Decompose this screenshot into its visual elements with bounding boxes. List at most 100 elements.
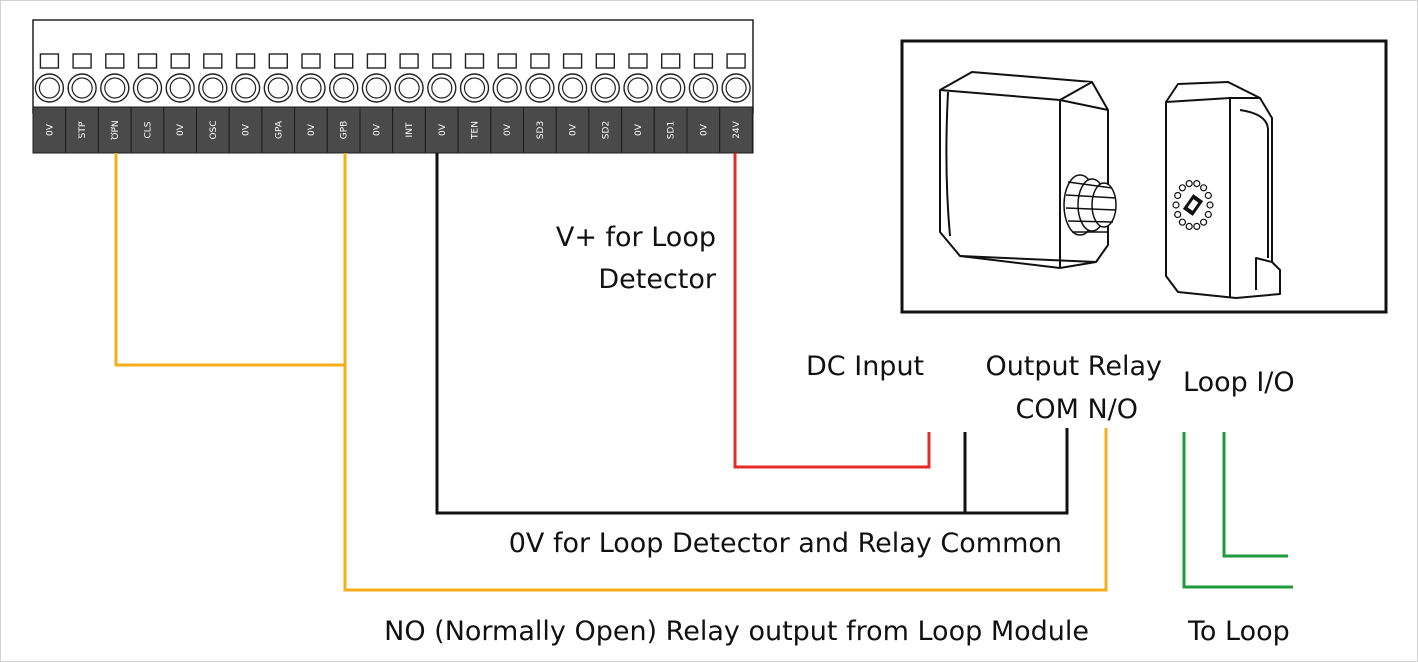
dc-input-label: DC Input	[806, 351, 924, 382]
terminal-cell	[32, 106, 67, 154]
terminal-cell	[392, 106, 426, 154]
terminal-screw-inner	[300, 77, 322, 99]
wire-gpb-to-relay-no	[343, 153, 1108, 592]
terminal-screw-inner	[38, 77, 61, 99]
terminal-cell	[621, 106, 655, 154]
terminal-ten: TEN	[457, 53, 492, 154]
loop-detector-illustration	[900, 39, 1388, 314]
terminal-label: OPN	[111, 120, 121, 139]
terminal-tab	[203, 53, 223, 69]
terminal-tab	[137, 53, 158, 69]
terminal-tab	[301, 53, 321, 69]
terminal-stp: STP	[65, 53, 99, 154]
terminal-label: GPB	[340, 121, 350, 140]
terminal-0v: 0V	[490, 53, 524, 154]
terminal-0v: 0V	[294, 53, 328, 154]
terminal-screw-inner	[333, 77, 355, 99]
dial-dot	[1193, 222, 1201, 230]
terminal-int: INT	[392, 53, 426, 154]
wire-24v	[733, 153, 931, 469]
terminal-tab	[105, 53, 125, 69]
terminal-cls: CLS	[130, 53, 165, 154]
terminal-screw-inner	[365, 77, 387, 99]
detector-module-side	[1165, 81, 1281, 299]
terminal-label: 0V	[699, 123, 709, 136]
terminal-label: 24V	[732, 120, 742, 138]
terminal-tab	[399, 53, 419, 69]
terminal-label: 0V	[45, 123, 55, 136]
terminal-tab	[693, 53, 714, 69]
dial-dot	[1174, 210, 1182, 219]
terminal-0v: 0V	[424, 53, 459, 154]
terminal-gpa: GPA	[261, 53, 296, 154]
terminal-0v: 0V	[621, 53, 655, 154]
wire-loop-2	[1222, 432, 1288, 558]
terminal-cell	[653, 106, 688, 154]
terminal-screw-inner	[431, 77, 453, 99]
dial-dot	[1185, 222, 1193, 230]
terminal-screw-inner	[398, 77, 420, 99]
terminal-cell	[196, 106, 230, 154]
terminal-0v: 0V	[32, 53, 67, 154]
terminal-tab	[562, 53, 583, 69]
terminal-screw-inner	[104, 77, 126, 99]
dial-dot	[1178, 218, 1187, 226]
dial-dot	[1206, 201, 1214, 209]
terminal-tab	[366, 53, 387, 69]
terminal-0v: 0V	[686, 53, 721, 154]
terminal-screw-inner	[267, 77, 289, 99]
terminal-osc: OSC	[196, 53, 230, 154]
wire-0v-common	[435, 153, 1069, 515]
detector-dial-knob	[1063, 174, 1117, 236]
terminal-tab	[170, 53, 190, 69]
dial-dot	[1174, 191, 1182, 200]
terminal-cell	[294, 106, 328, 154]
terminal-screw-inner	[594, 77, 616, 99]
dial-dot	[1172, 201, 1180, 209]
no-relay-output-label: NO (Normally Open) Relay output from Loo…	[384, 616, 1089, 647]
terminal-label: 0V	[569, 123, 579, 136]
terminal-label: STP	[78, 121, 88, 138]
terminal-sd1: SD1	[653, 53, 688, 154]
terminal-screw-inner	[71, 77, 93, 99]
detector-side-dial	[1172, 180, 1214, 230]
terminal-label: 0V	[372, 123, 382, 136]
terminal-screw-inner	[529, 77, 551, 99]
terminal-cell	[490, 106, 524, 154]
wires	[114, 153, 1293, 592]
dial-dot	[1204, 210, 1212, 219]
terminal-label: CLS	[144, 121, 154, 138]
terminal-label: 0V	[438, 123, 448, 136]
terminal-label: 0V	[176, 123, 186, 136]
terminal-tab	[464, 53, 485, 69]
dial-dot	[1185, 180, 1193, 188]
terminal-tab	[39, 53, 60, 69]
terminal-label: SD2	[601, 121, 611, 139]
zero-v-common-label: 0V for Loop Detector and Relay Common	[509, 528, 1062, 559]
dial-dot	[1178, 184, 1187, 192]
terminal-tab	[235, 53, 256, 69]
terminal-gpb: GPB	[326, 53, 361, 154]
to-loop-label: To Loop	[1187, 616, 1290, 647]
terminal-tab	[72, 53, 92, 69]
wire-loop-1	[1182, 432, 1293, 589]
dial-dot	[1199, 218, 1208, 226]
terminal-cell	[457, 106, 492, 154]
terminal-cell	[555, 106, 590, 154]
terminal-tab	[268, 53, 288, 69]
terminal-tab	[334, 53, 354, 69]
v-plus-label-line1: V+ for Loop	[556, 222, 716, 253]
terminal-tab	[628, 53, 648, 69]
terminal-cell	[326, 106, 361, 154]
terminal-0v: 0V	[228, 53, 263, 154]
terminal-label: INT	[405, 122, 415, 137]
terminal-sd2: SD2	[588, 53, 623, 154]
terminal-cell	[523, 106, 557, 154]
terminal-tab	[530, 53, 550, 69]
terminal-screw-inner	[463, 77, 486, 99]
terminal-screw-inner	[496, 77, 518, 99]
terminal-label: SD3	[536, 121, 546, 139]
terminal-label: 0V	[242, 123, 252, 136]
